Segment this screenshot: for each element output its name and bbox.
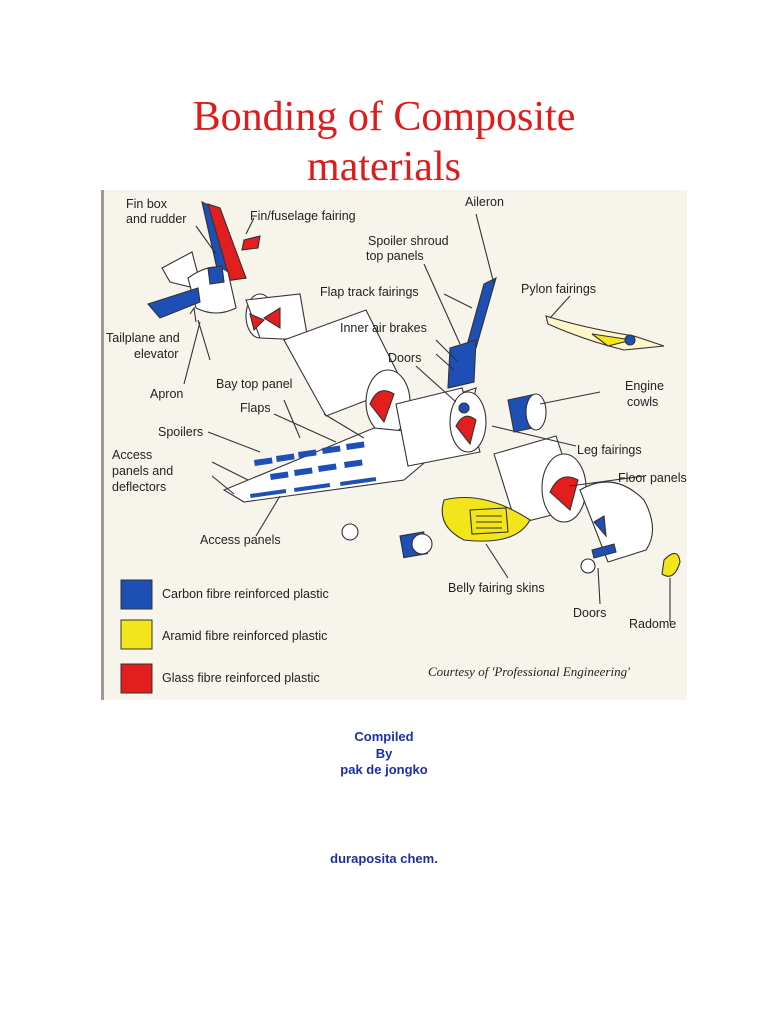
label-engine-1: Engine	[625, 379, 664, 393]
rear-blue-panel	[207, 265, 225, 285]
pylon-fairing	[545, 315, 665, 351]
fin-glass	[207, 203, 247, 281]
label-bay-top-panel: Bay top panel	[216, 377, 292, 391]
label-fin-fuselage: Fin/fuselage fairing	[250, 209, 356, 223]
label-fin-box-1: Fin box	[126, 197, 168, 211]
legend-swatch-glass	[120, 663, 153, 694]
label-fin-box-2: and rudder	[126, 212, 186, 226]
fin-fuselage-fairing	[241, 235, 261, 251]
company-name: duraposita chem.	[330, 851, 438, 866]
label-flaps: Flaps	[240, 401, 271, 415]
label-flap-track: Flap track fairings	[320, 285, 419, 299]
label-pylon: Pylon fairings	[521, 282, 596, 296]
label-doors-bottom: Doors	[573, 606, 606, 620]
legend-swatch-carbon	[120, 579, 153, 610]
legend-swatch-aramid	[120, 619, 153, 650]
aircraft-composites-diagram: Fin box and rudder Fin/fuselage fairing …	[101, 190, 687, 700]
courtesy-note: Courtesy of 'Professional Engineering'	[428, 664, 630, 679]
label-inner-air-brakes: Inner air brakes	[340, 321, 427, 335]
label-access-panels: Access panels	[200, 533, 281, 547]
title-line-2: materials	[307, 144, 461, 190]
legend-label-aramid: Aramid fibre reinforced plastic	[162, 629, 327, 643]
label-belly: Belly fairing skins	[448, 581, 545, 595]
credits: Compiled By pak de jongko	[0, 729, 768, 779]
label-spoiler-shroud-2: top panels	[366, 249, 424, 263]
label-apron: Apron	[150, 387, 183, 401]
legend-label-carbon: Carbon fibre reinforced plastic	[162, 587, 329, 601]
label-radome: Radome	[629, 617, 676, 631]
label-floor-panels: Floor panels	[618, 471, 687, 485]
document-title: Bonding of Composite materials	[0, 92, 768, 192]
tailplane	[147, 287, 201, 319]
nose-section	[579, 481, 654, 563]
label-aileron: Aileron	[465, 195, 504, 209]
radome-shape	[661, 552, 681, 577]
label-access-2: panels and	[112, 464, 173, 478]
label-tailplane-1: Tailplane and	[106, 331, 180, 345]
label-spoiler-shroud-1: Spoiler shroud	[368, 234, 449, 248]
label-spoilers: Spoilers	[158, 425, 203, 439]
legend: Carbon fibre reinforced plastic Aramid f…	[120, 579, 329, 694]
label-doors-top: Doors	[388, 351, 421, 365]
flap-track-fairing	[447, 339, 477, 389]
credits-line-1: Compiled	[354, 729, 414, 744]
legend-label-glass: Glass fibre reinforced plastic	[162, 671, 320, 685]
credits-line-3: pak de jongko	[340, 762, 428, 777]
label-leg-fairings: Leg fairings	[577, 443, 642, 457]
label-engine-2: cowls	[627, 395, 658, 409]
label-access-1: Access	[112, 448, 152, 462]
diagram-illustration: Fin box and rudder Fin/fuselage fairing …	[106, 195, 687, 694]
label-access-3: deflectors	[112, 480, 166, 494]
title-line-1: Bonding of Composite	[192, 94, 576, 140]
credits-line-2: By	[375, 745, 393, 761]
label-tailplane-2: elevator	[134, 347, 178, 361]
